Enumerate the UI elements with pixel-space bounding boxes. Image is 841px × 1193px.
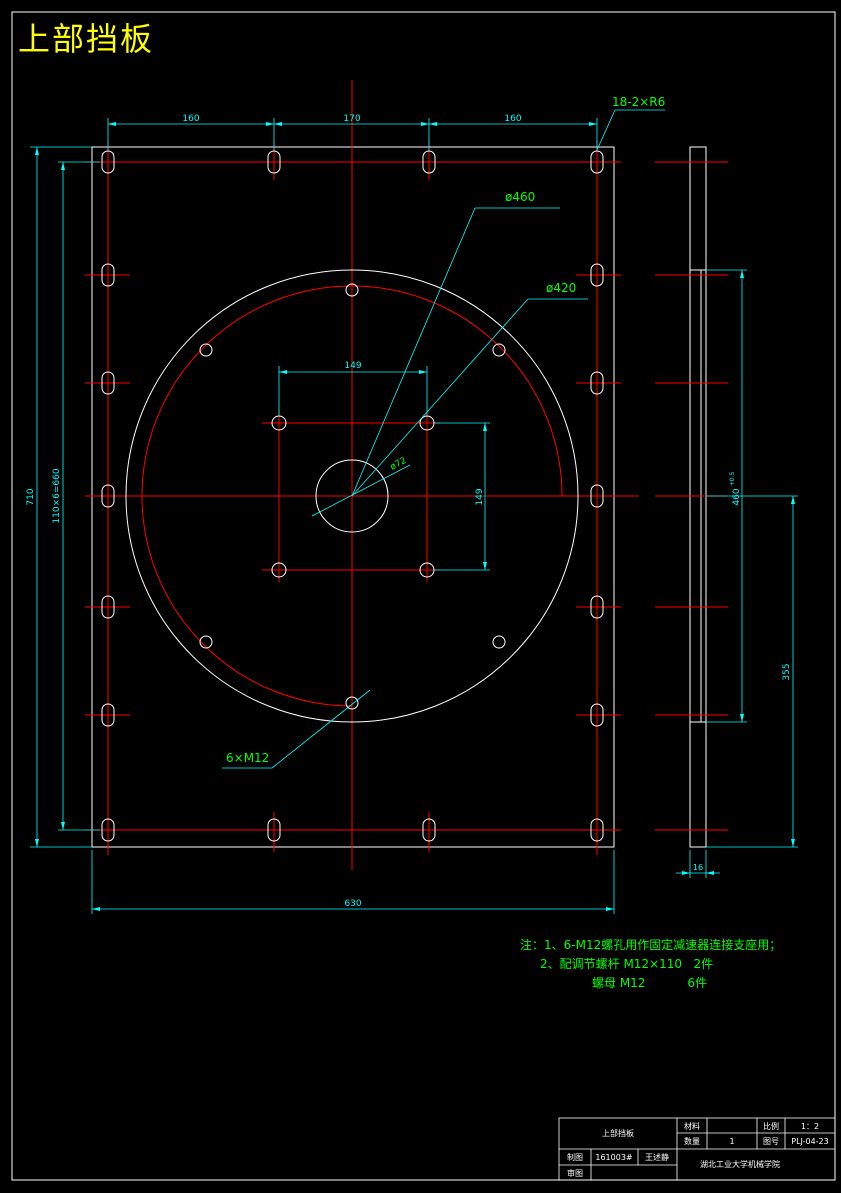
dim-top-left: 160 xyxy=(182,114,199,124)
side-dim-460-tolerance: +0.5 xyxy=(729,472,736,487)
front-view: 160 170 160 18-2×R6 ø460 ø420 ø72 149 14… xyxy=(26,80,665,914)
note-line-1: 注：1、6-M12螺孔用作固定减速器连接支座用； xyxy=(520,938,782,952)
dim-d72-label: ø72 xyxy=(389,456,409,473)
circular-features xyxy=(125,269,579,723)
side-view: 460 +0.5 355 16 xyxy=(655,146,798,878)
side-dim-355: 355 xyxy=(782,663,792,680)
dim-height-total: 710 xyxy=(26,488,36,505)
centerlines xyxy=(85,80,638,870)
tb-part-name: 上部挡板 xyxy=(602,1128,634,1138)
side-dimension-lines xyxy=(676,269,798,878)
tb-drawing-no-label: 图号 xyxy=(763,1137,779,1146)
dim-bolts-label: 6×M12 xyxy=(226,751,269,765)
side-dimension-texts: 460 +0.5 355 16 xyxy=(693,472,792,872)
note-line-2: 2、配调节螺杆 M12×110 2件 xyxy=(540,957,714,971)
dim-height-pitch: 110×6=660 xyxy=(52,468,62,523)
drawing-title: 上部挡板 xyxy=(18,20,155,58)
side-dim-460: 460 xyxy=(732,488,742,505)
technical-notes: 注：1、6-M12螺孔用作固定减速器连接支座用； 2、配调节螺杆 M12×110 … xyxy=(520,936,781,993)
tb-qty-label: 数量 xyxy=(684,1136,700,1146)
tb-drawing-no-value: PLJ-04-23 xyxy=(791,1137,829,1146)
tb-check-label: 审图 xyxy=(567,1168,583,1178)
outer-circle-460 xyxy=(125,269,579,723)
tb-drawn-id: 161003# xyxy=(595,1153,633,1162)
slot-holes xyxy=(101,150,604,842)
dimension-arrows xyxy=(35,122,614,911)
tb-school: 湖北工业大学机械学院 xyxy=(700,1159,780,1169)
dimension-texts: 160 170 160 18-2×R6 ø460 ø420 ø72 149 14… xyxy=(26,95,665,909)
dim-top-right: 160 xyxy=(504,114,521,124)
tb-qty-value: 1 xyxy=(729,1137,734,1146)
title-block: 上部挡板 材料 比例 1：2 数量 1 图号 PLJ-04-23 制图 1610… xyxy=(558,1117,836,1181)
dim-top-mid: 170 xyxy=(343,114,360,124)
tb-scale-label: 比例 xyxy=(763,1121,779,1131)
dim-d460-label: ø460 xyxy=(505,190,535,204)
tb-scale-value: 1：2 xyxy=(801,1122,819,1131)
note-line-3: 螺母 M12 6件 xyxy=(592,976,708,990)
tb-drawn-name: 王述静 xyxy=(645,1152,669,1162)
dimension-lines xyxy=(30,109,665,914)
sheet-border xyxy=(11,11,836,1181)
side-dim-thickness: 16 xyxy=(693,863,703,872)
center-hole-72 xyxy=(315,459,389,533)
side-outline xyxy=(689,146,707,848)
dim-square-width: 149 xyxy=(344,361,361,371)
plate-outline xyxy=(91,146,615,848)
dim-slots-label: 18-2×R6 xyxy=(612,95,665,109)
dim-square-height: 149 xyxy=(475,488,485,505)
tb-material-label: 材料 xyxy=(684,1121,700,1131)
dim-width-total: 630 xyxy=(344,899,361,909)
dim-d420-label: ø420 xyxy=(546,281,576,295)
tb-drawn-label: 制图 xyxy=(567,1152,583,1162)
side-dimension-arrows xyxy=(682,270,795,875)
